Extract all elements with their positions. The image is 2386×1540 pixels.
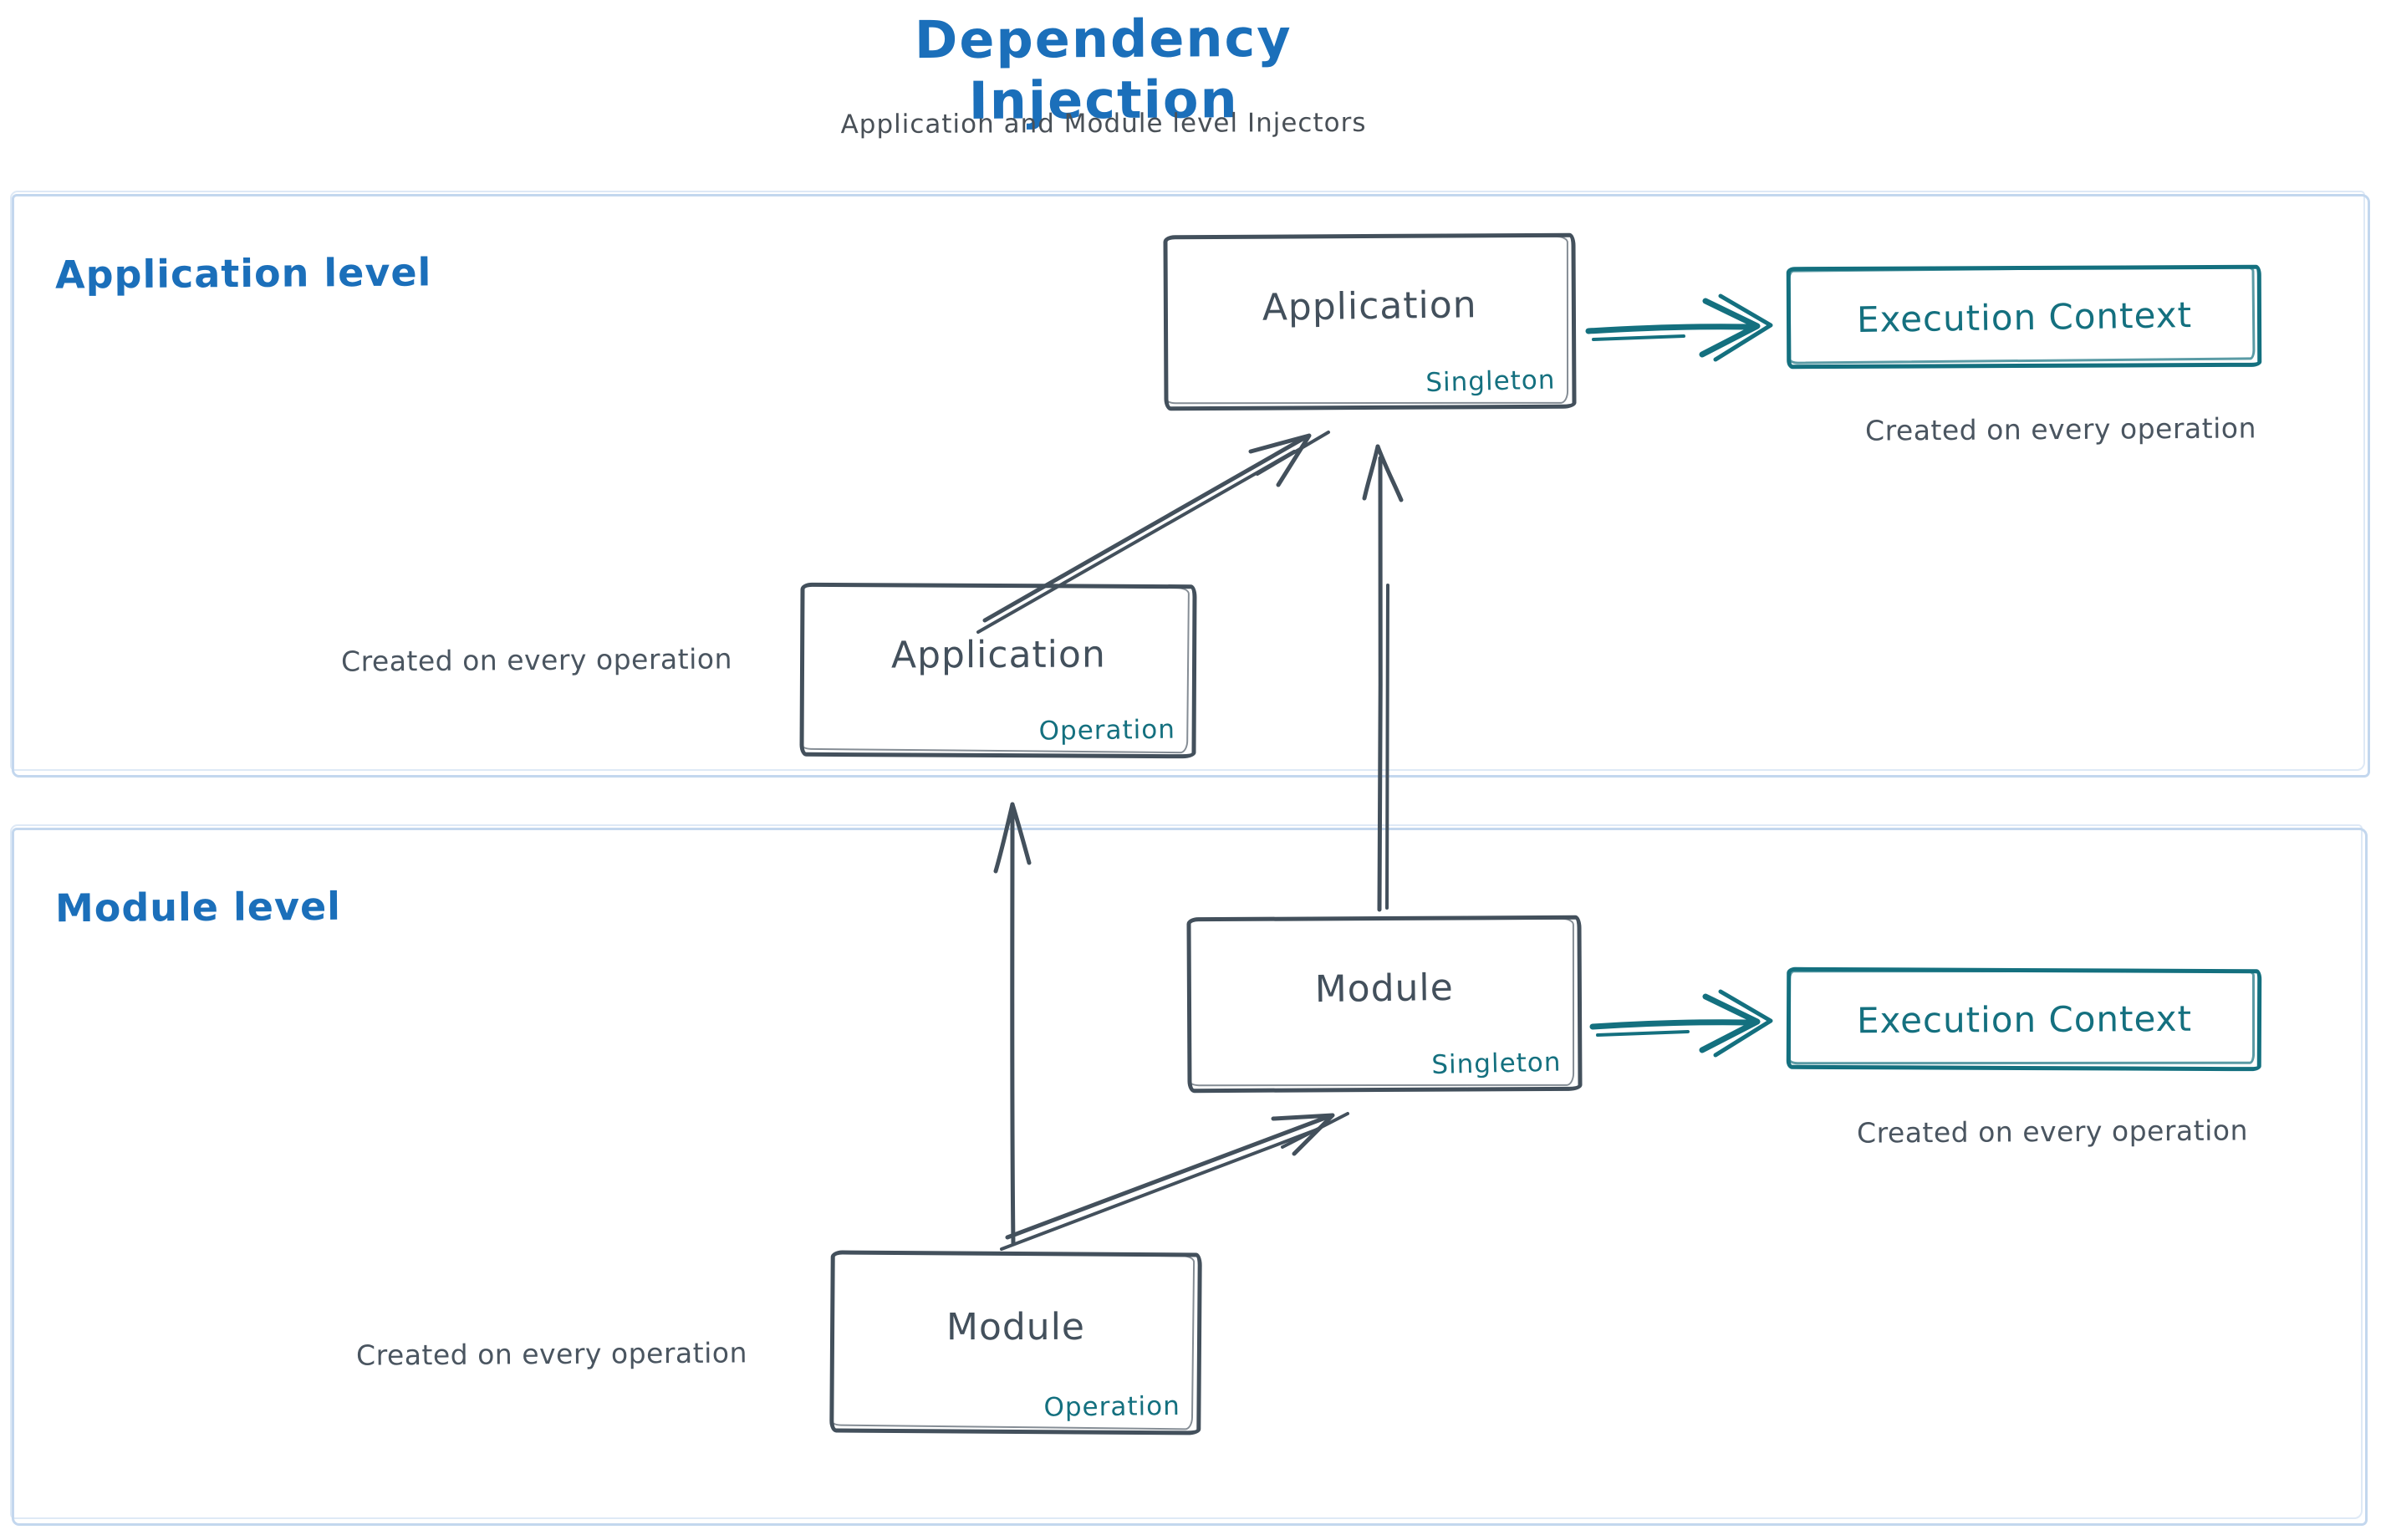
module-singleton-scope: Singleton: [1430, 1047, 1562, 1081]
module-level-label: Module level: [54, 883, 342, 931]
application-operation-title: Application: [890, 633, 1106, 676]
module-operation-note: Created on every operation: [355, 1336, 748, 1372]
module-operation-scope: Operation: [1043, 1390, 1180, 1423]
execution-context-note-application: Created on every operation: [1864, 411, 2257, 447]
execution-context-label-application: Execution Context: [1856, 293, 2192, 340]
module-operation-title: Module: [946, 1305, 1086, 1349]
application-operation-box: Application Operation: [799, 582, 1197, 759]
application-operation-scope: Operation: [1038, 714, 1175, 747]
execution-context-box-module: Execution Context: [1786, 966, 2262, 1072]
execution-context-box-application: Execution Context: [1786, 264, 2262, 370]
page-subtitle: Application and Module level Injectors: [840, 107, 1367, 140]
application-singleton-title: Application: [1262, 283, 1478, 329]
module-singleton-title: Module: [1314, 966, 1455, 1011]
module-operation-box: Module Operation: [829, 1250, 1202, 1435]
module-singleton-box: Module Singleton: [1186, 915, 1583, 1094]
application-level-label: Application level: [54, 249, 432, 298]
application-singleton-box: Application Singleton: [1163, 232, 1577, 411]
execution-context-note-module: Created on every operation: [1856, 1114, 2249, 1150]
application-singleton-scope: Singleton: [1425, 365, 1556, 398]
execution-context-label-module: Execution Context: [1856, 997, 2192, 1041]
application-operation-note: Created on every operation: [340, 642, 733, 678]
